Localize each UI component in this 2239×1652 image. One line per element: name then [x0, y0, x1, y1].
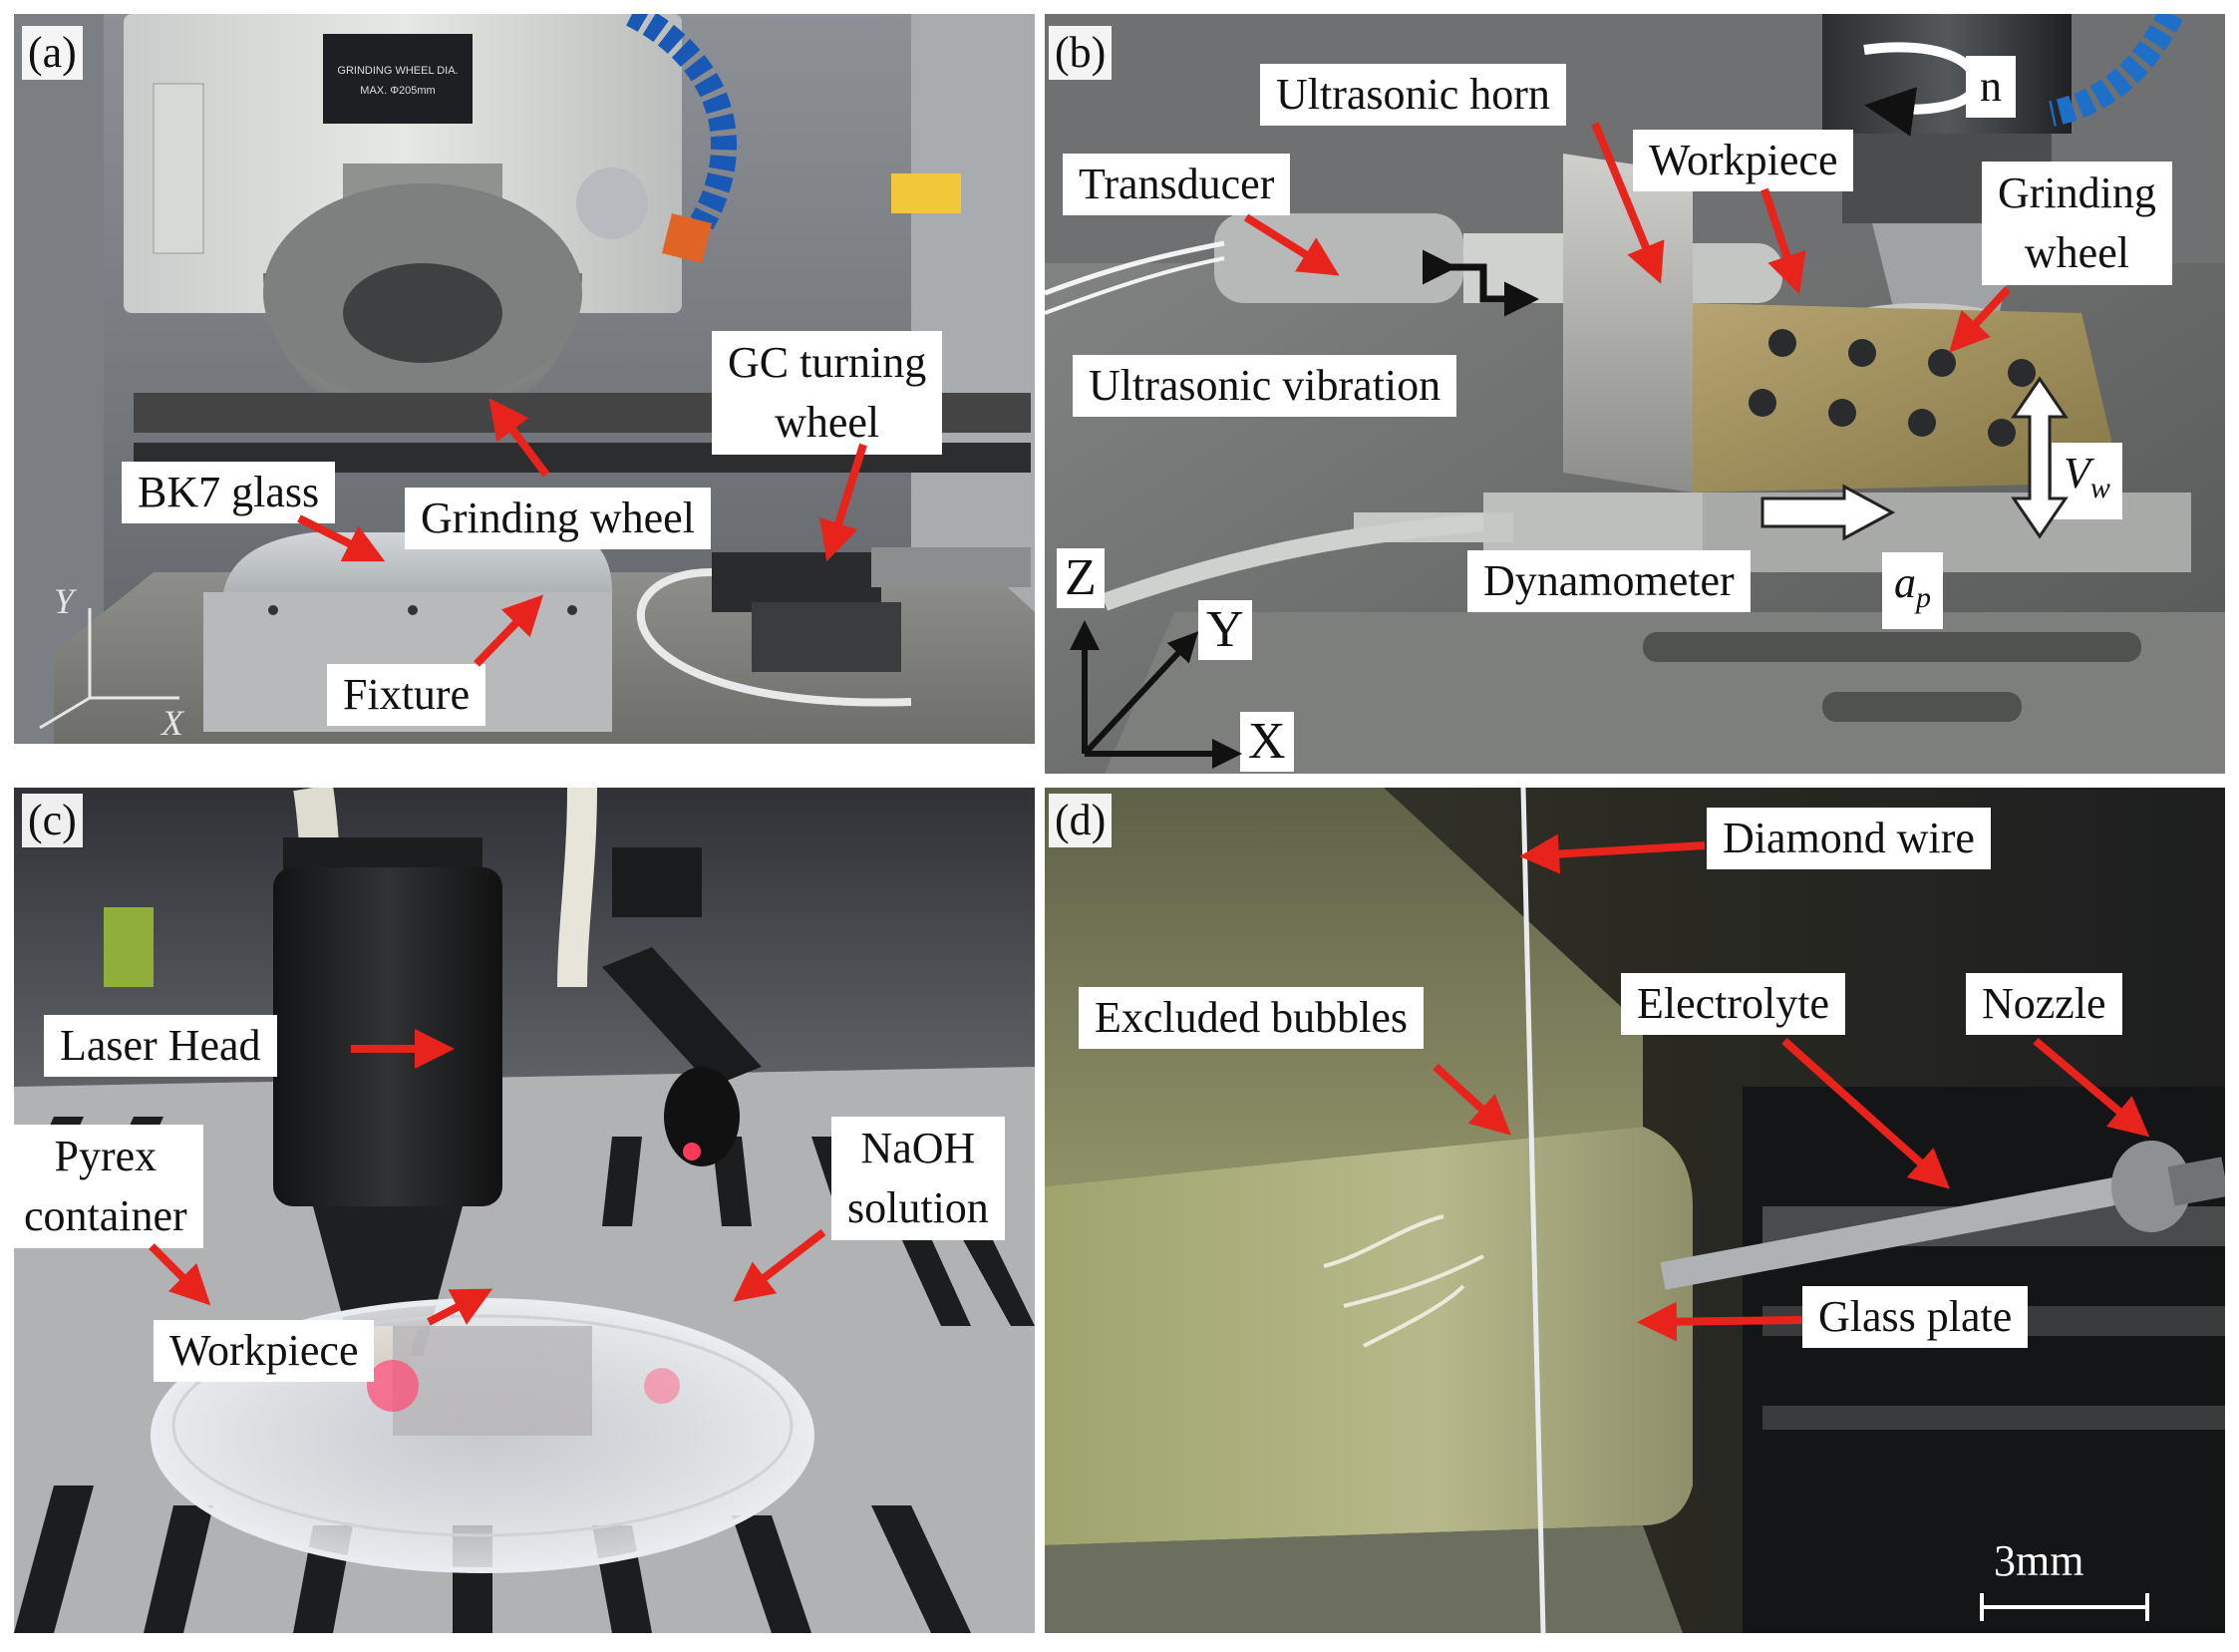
label-gc-turning-wheel-line2: wheel	[775, 398, 880, 447]
panel-b-tag: (b)	[1049, 26, 1113, 80]
label-dynamometer: Dynamometer	[1467, 550, 1751, 612]
machine-plate-text-2: MAX. Φ205mm	[360, 85, 435, 97]
label-grinding-wheel-b-line1: Grinding	[1998, 168, 2156, 217]
label-laser-head: Laser Head	[44, 1015, 277, 1077]
label-nozzle: Nozzle	[1966, 973, 2122, 1035]
label-feed-speed-subscript: w	[2089, 471, 2110, 504]
panel-c: (c) Laser Head Pyrex container NaOH solu…	[14, 788, 1035, 1633]
label-depth-ap: ap	[1882, 552, 1943, 629]
label-feed-speed-symbol: V	[2064, 449, 2090, 497]
label-feed-speed: Vw	[2052, 443, 2122, 519]
axis-label-x-b: X	[1240, 712, 1294, 772]
axis-label-y-b: Y	[1198, 600, 1252, 660]
axis-label-z-b: Z	[1057, 548, 1105, 608]
panel-d: (d) Diamond wire Excluded bubbles Electr…	[1045, 788, 2225, 1633]
scale-bar-label: 3mm	[1994, 1536, 2084, 1585]
label-ultrasonic-vibration: Ultrasonic vibration	[1073, 355, 1457, 417]
label-transducer: Transducer	[1063, 154, 1291, 215]
label-gc-turning-wheel-line1: GC turning	[728, 338, 927, 387]
panel-c-tag: (c)	[22, 794, 83, 847]
panel-d-photo	[1045, 788, 2225, 1633]
axis-label-y: Y	[54, 581, 75, 621]
panel-a-tag: (a)	[22, 26, 83, 80]
label-depth-subscript: p	[1916, 580, 1931, 614]
label-workpiece-b: Workpiece	[1633, 130, 1854, 191]
label-rotation-n: n	[1966, 56, 2016, 118]
label-naoh-solution: NaOH solution	[831, 1117, 1005, 1240]
label-bk7-glass: BK7 glass	[122, 462, 336, 523]
axis-label-z: Z	[36, 738, 56, 744]
label-pyrex-container: Pyrex container	[14, 1125, 203, 1248]
panel-d-tag: (d)	[1049, 794, 1113, 847]
axis-label-x: X	[161, 703, 183, 743]
panel-a: GRINDING WHEEL DIA. MAX. Φ205mm (a) BK7 …	[14, 14, 1035, 744]
machine-plate-text-1: GRINDING WHEEL DIA.	[337, 65, 458, 77]
label-excluded-bubbles: Excluded bubbles	[1079, 987, 1425, 1049]
label-grinding-wheel-b: Grinding wheel	[1982, 162, 2172, 285]
label-workpiece-c: Workpiece	[154, 1320, 375, 1382]
label-gc-turning-wheel: GC turning wheel	[712, 331, 943, 455]
label-naoh-solution-line2: solution	[847, 1183, 989, 1232]
label-grinding-wheel-b-line2: wheel	[2024, 228, 2129, 277]
label-diamond-wire: Diamond wire	[1707, 808, 1991, 869]
label-pyrex-container-line1: Pyrex	[54, 1132, 158, 1180]
label-pyrex-container-line2: container	[24, 1191, 187, 1240]
label-grinding-wheel: Grinding wheel	[405, 488, 711, 549]
label-ultrasonic-horn: Ultrasonic horn	[1260, 64, 1566, 126]
panel-b: (b) Ultrasonic horn Workpiece Transducer…	[1045, 14, 2225, 774]
label-electrolyte: Electrolyte	[1621, 973, 1846, 1035]
label-depth-symbol: a	[1894, 558, 1916, 607]
label-glass-plate: Glass plate	[1802, 1286, 2029, 1348]
label-fixture: Fixture	[327, 664, 486, 726]
label-naoh-solution-line1: NaOH	[860, 1124, 976, 1172]
